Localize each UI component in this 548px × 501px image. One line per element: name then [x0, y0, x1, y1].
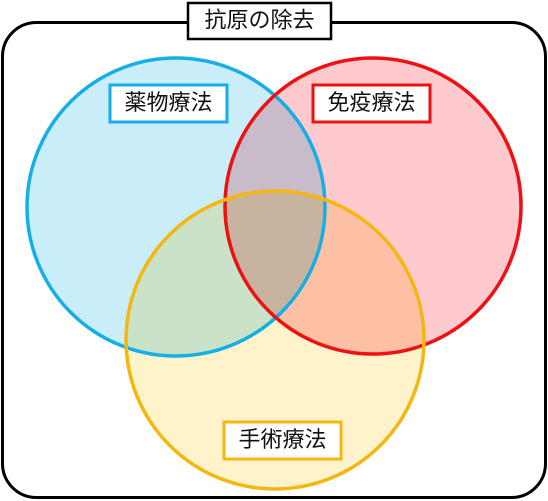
label-immunotherapy: 免疫療法 — [311, 83, 432, 124]
label-immunotherapy-text: 免疫療法 — [327, 91, 415, 116]
circle-group — [27, 58, 521, 489]
label-drug-therapy-border — [108, 83, 229, 124]
outline-immunotherapy — [223, 56, 523, 356]
title-box-border — [186, 1, 333, 41]
outline-group — [25, 56, 523, 491]
label-drug-therapy-text: 薬物療法 — [124, 91, 212, 116]
circle-surgery — [126, 191, 424, 489]
label-surgery-border — [222, 420, 343, 461]
outline-drug-therapy — [25, 56, 327, 358]
label-immunotherapy-border — [311, 83, 432, 124]
label-surgery-text: 手術療法 — [238, 428, 326, 453]
label-surgery: 手術療法 — [222, 420, 343, 461]
label-drug-therapy: 薬物療法 — [108, 83, 229, 124]
title-text: 抗原の除去 — [204, 9, 314, 34]
outline-surgery — [124, 189, 426, 491]
title-box: 抗原の除去 — [186, 1, 333, 41]
